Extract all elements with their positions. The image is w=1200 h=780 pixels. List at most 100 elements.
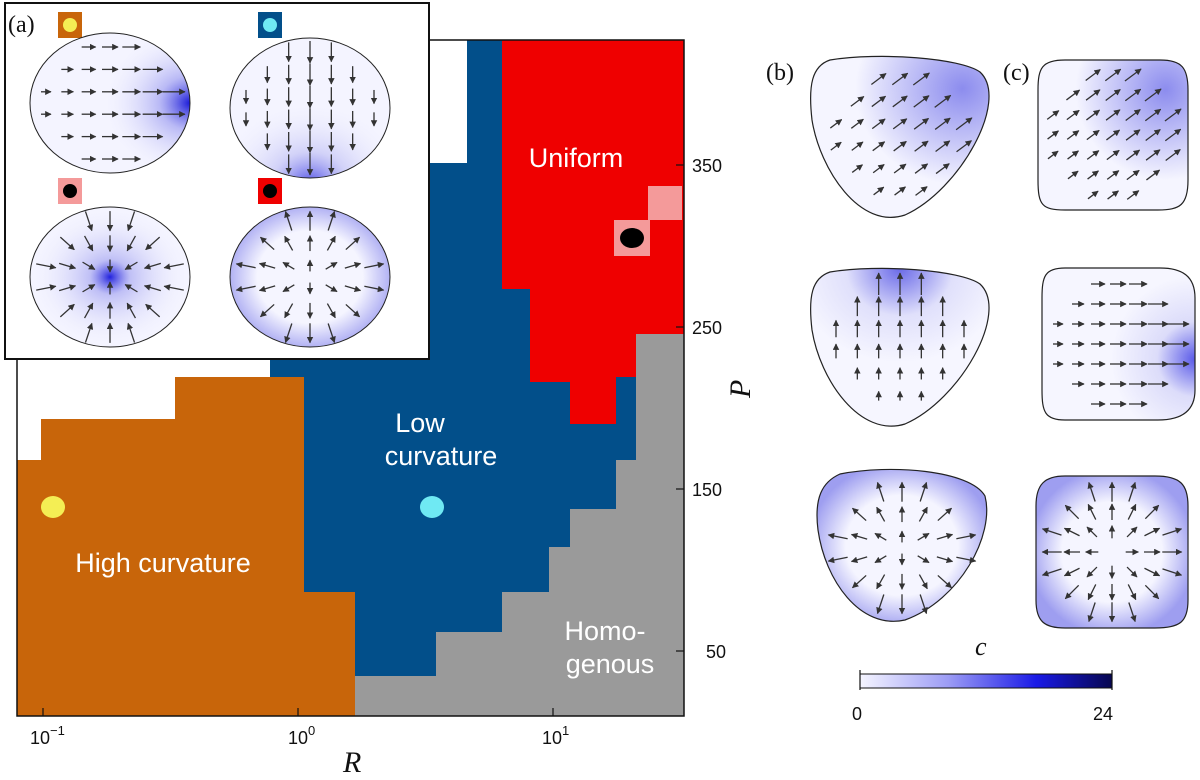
vector-arrow: [1047, 130, 1059, 140]
colorbar-gradient: [859, 673, 1113, 689]
label-high-curvature: High curvature: [75, 548, 251, 578]
vector-arrow: [1162, 527, 1183, 536]
x-axis-title: R: [342, 746, 361, 779]
vector-arrow: [1063, 567, 1080, 577]
vector-arrow: [126, 302, 137, 319]
region-low-curvature: [270, 40, 636, 676]
vector-arrow: [1086, 566, 1098, 578]
vector-arrow: [145, 236, 161, 251]
vector-arrow: [1106, 149, 1120, 161]
vector-arrow: [1127, 503, 1137, 520]
y-tick-labels: 350 250 150 50: [692, 156, 726, 662]
colorbar-label: c: [975, 632, 987, 661]
vector-arrow: [1124, 68, 1142, 82]
vector-arrow: [872, 141, 886, 152]
colorbar: c 0 24: [852, 632, 1113, 724]
legend-dot-cyan: [263, 18, 277, 32]
panel-c-shapes: [1035, 59, 1196, 629]
vector-arrow: [1125, 108, 1141, 122]
vector-arrow: [1106, 129, 1121, 141]
vector-arrow: [870, 72, 887, 86]
vector-arrow: [284, 323, 293, 344]
label-uniform: Uniform: [529, 143, 624, 173]
vector-arrow: [124, 283, 138, 293]
vector-arrow: [82, 261, 96, 271]
vector-arrow: [830, 141, 842, 151]
triangle-cell-b3: [816, 468, 988, 622]
vector-arrow: [36, 263, 57, 270]
vector-arrow: [126, 322, 136, 343]
square-cell-c2: [1041, 267, 1196, 421]
vector-arrow: [934, 94, 952, 108]
cell-center-converging: [29, 206, 191, 348]
vector-arrow: [143, 262, 162, 270]
vector-arrow: [1144, 567, 1161, 577]
vector-arrow: [935, 163, 950, 175]
vector-arrow: [260, 303, 275, 318]
vector-arrow: [918, 574, 928, 590]
vector-arrow: [326, 235, 336, 251]
x-tick-1: 100: [288, 723, 315, 748]
label-homogenous-line2: genous: [566, 649, 655, 679]
vector-arrow: [1067, 150, 1079, 160]
vector-arrow: [955, 117, 973, 131]
vector-arrow: [850, 96, 865, 107]
vector-arrow: [851, 141, 864, 151]
vector-arrow: [1063, 527, 1080, 537]
vector-arrow: [1125, 129, 1141, 141]
x-tick-labels: 10−1 100 101: [30, 723, 569, 748]
vector-arrow: [934, 117, 951, 130]
vector-arrow: [917, 555, 930, 564]
panel-b-shapes: [809, 55, 990, 622]
vector-arrow: [893, 163, 907, 174]
vector-arrow: [956, 556, 977, 564]
vector-arrow: [874, 532, 887, 541]
vector-arrow: [235, 285, 256, 293]
vector-arrow: [892, 118, 908, 130]
vector-arrow: [914, 163, 929, 174]
vector-arrow: [364, 261, 385, 269]
vector-arrow: [1087, 190, 1099, 200]
vector-arrow: [1144, 108, 1162, 122]
legend-dot-yellow: [63, 18, 77, 32]
x-tick-0: 10−1: [30, 723, 65, 748]
y-tick-250: 250: [692, 318, 722, 338]
vector-arrow: [327, 210, 336, 231]
legend-dot-black-pink: [63, 184, 77, 198]
vector-arrow: [145, 303, 161, 318]
vector-arrow: [1124, 88, 1142, 102]
vector-arrow: [852, 574, 867, 589]
vector-arrow: [1087, 602, 1096, 623]
vector-arrow: [1085, 89, 1101, 101]
vector-arrow: [1087, 503, 1097, 520]
vector-arrow: [83, 302, 94, 319]
vector-arrow: [871, 118, 886, 130]
vector-arrow: [1128, 481, 1137, 502]
panel-label-a: (a): [8, 12, 35, 38]
vector-arrow: [1144, 504, 1160, 520]
region-uniform: [502, 40, 684, 424]
vector-arrow: [893, 140, 907, 152]
vector-arrow: [126, 211, 136, 232]
vector-arrow: [1126, 526, 1138, 538]
vector-arrow: [918, 506, 928, 522]
vector-arrow: [876, 506, 886, 522]
legend-dot-black-red: [263, 184, 277, 198]
colorbar-max: 24: [1093, 704, 1113, 724]
region-homogenous: [355, 334, 684, 716]
vector-arrow: [1128, 602, 1137, 623]
vector-arrow: [1041, 568, 1062, 577]
vector-arrow: [258, 262, 276, 269]
vector-arrow: [937, 507, 952, 522]
vector-arrow: [913, 95, 930, 108]
vector-arrow: [1086, 129, 1100, 141]
vector-arrow: [284, 235, 294, 251]
vector-arrow: [282, 261, 295, 270]
vector-arrow: [1105, 109, 1121, 121]
vector-arrow: [282, 284, 295, 293]
vector-arrow: [936, 556, 954, 563]
vector-arrow: [871, 95, 887, 108]
vector-arrow: [1164, 128, 1182, 142]
vector-arrow: [829, 119, 843, 129]
